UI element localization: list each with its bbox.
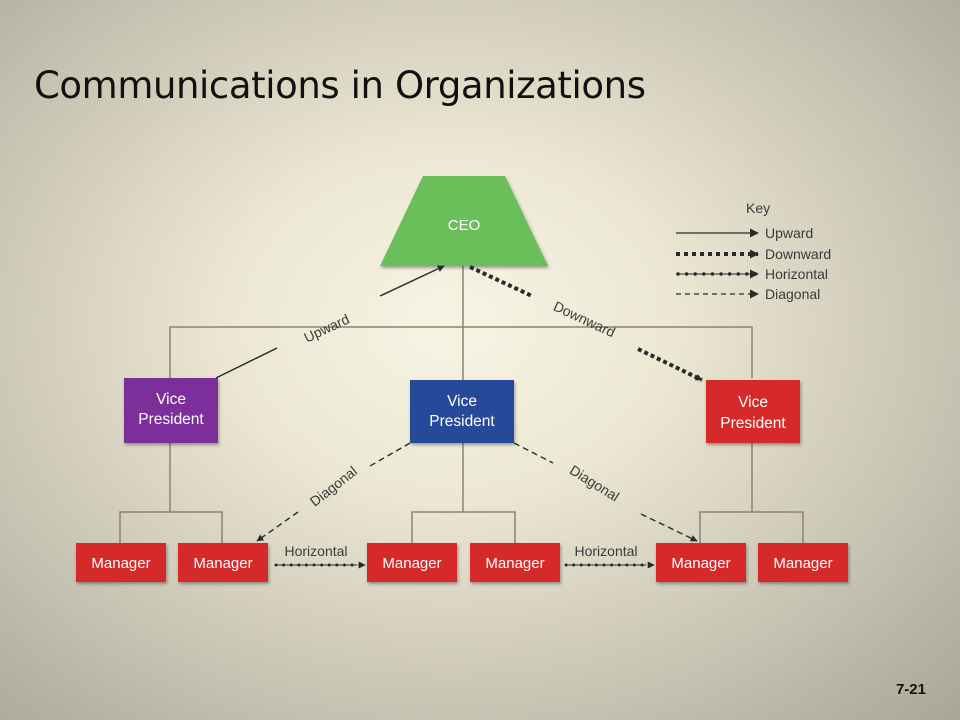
- manager-5-node: Manager: [656, 543, 746, 582]
- center-managers-bar: [411, 511, 516, 543]
- manager-5-box: [656, 543, 746, 582]
- upward-arrow-lower-line: [215, 347, 278, 379]
- horizontal-right-label: Horizontal: [574, 543, 637, 559]
- diagonal-left-arrow: Diagonal: [256, 442, 411, 542]
- vp-center-box: [410, 380, 514, 443]
- page-number: 7-21: [895, 681, 926, 698]
- legend-diagonal-label: Diagonal: [765, 286, 820, 302]
- manager-1-box: [76, 543, 166, 582]
- manager-1-node: Manager: [76, 543, 166, 582]
- ceo-node: CEO: [380, 176, 548, 266]
- legend: Key Upward Downward Horizontal Diagonal: [676, 200, 831, 302]
- right-managers-bar: [699, 511, 804, 543]
- manager-2-node: Manager: [178, 543, 268, 582]
- diagonal-right-arrow: Diagonal: [513, 442, 698, 542]
- upward-arrow-upper-line: [379, 265, 445, 297]
- manager-3-label: Manager: [382, 555, 441, 572]
- diagonal-right-lower-line: [640, 513, 698, 542]
- slide-title: Communications in Organizations: [34, 64, 646, 107]
- vp-right-label-line2: President: [720, 415, 786, 432]
- legend-upward-label: Upward: [765, 225, 813, 241]
- manager-5-label: Manager: [671, 555, 730, 572]
- vp-center-label-line2: President: [429, 413, 495, 430]
- legend-downward-label: Downward: [765, 246, 831, 262]
- vp-right-box: [706, 380, 800, 443]
- downward-label: Downward: [551, 298, 618, 340]
- diagonal-right-upper-line: [513, 442, 554, 464]
- diagonal-right-label: Diagonal: [567, 462, 622, 505]
- legend-title: Key: [746, 200, 770, 216]
- manager-6-label: Manager: [773, 555, 832, 572]
- manager-1-label: Manager: [91, 555, 150, 572]
- vp-center-label-line1: Vice: [447, 393, 477, 410]
- vp-right-label-line1: Vice: [738, 394, 768, 411]
- horizontal-left-label: Horizontal: [284, 543, 347, 559]
- vp-right-node: Vice President: [706, 380, 800, 443]
- manager-2-box: [178, 543, 268, 582]
- ceo-label: CEO: [448, 217, 481, 234]
- diagonal-left-lower-line: [256, 511, 299, 542]
- manager-3-node: Manager: [367, 543, 457, 582]
- hierarchy-connectors: [119, 265, 804, 543]
- left-managers-bar: [119, 511, 223, 543]
- vp-left-label-line1: Vice: [156, 391, 186, 408]
- manager-6-box: [758, 543, 848, 582]
- manager-4-label: Manager: [485, 555, 544, 572]
- downward-arrow-lower-line: [637, 347, 703, 382]
- diagonal-left-upper-line: [369, 442, 411, 467]
- vp-left-box: [124, 378, 218, 443]
- vp-left-label-line2: President: [138, 411, 204, 428]
- downward-arrow-upper-line: [469, 265, 533, 298]
- vp-bar-line: [169, 326, 753, 378]
- manager-3-box: [367, 543, 457, 582]
- downward-arrow: Downward: [469, 265, 703, 382]
- manager-4-box: [470, 543, 560, 582]
- horizontal-right-arrow: Horizontal: [564, 543, 656, 569]
- ceo-shape: [380, 176, 548, 266]
- horizontal-left-arrow: Horizontal: [274, 543, 367, 569]
- legend-horizontal-label: Horizontal: [765, 266, 828, 282]
- diagonal-left-label: Diagonal: [307, 463, 360, 510]
- manager-2-label: Manager: [193, 555, 252, 572]
- upward-arrow: Upward: [215, 265, 445, 379]
- upward-label: Upward: [301, 311, 351, 346]
- manager-6-node: Manager: [758, 543, 848, 582]
- vp-center-node: Vice President: [410, 380, 514, 443]
- vp-left-node: Vice President: [124, 378, 218, 443]
- manager-4-node: Manager: [470, 543, 560, 582]
